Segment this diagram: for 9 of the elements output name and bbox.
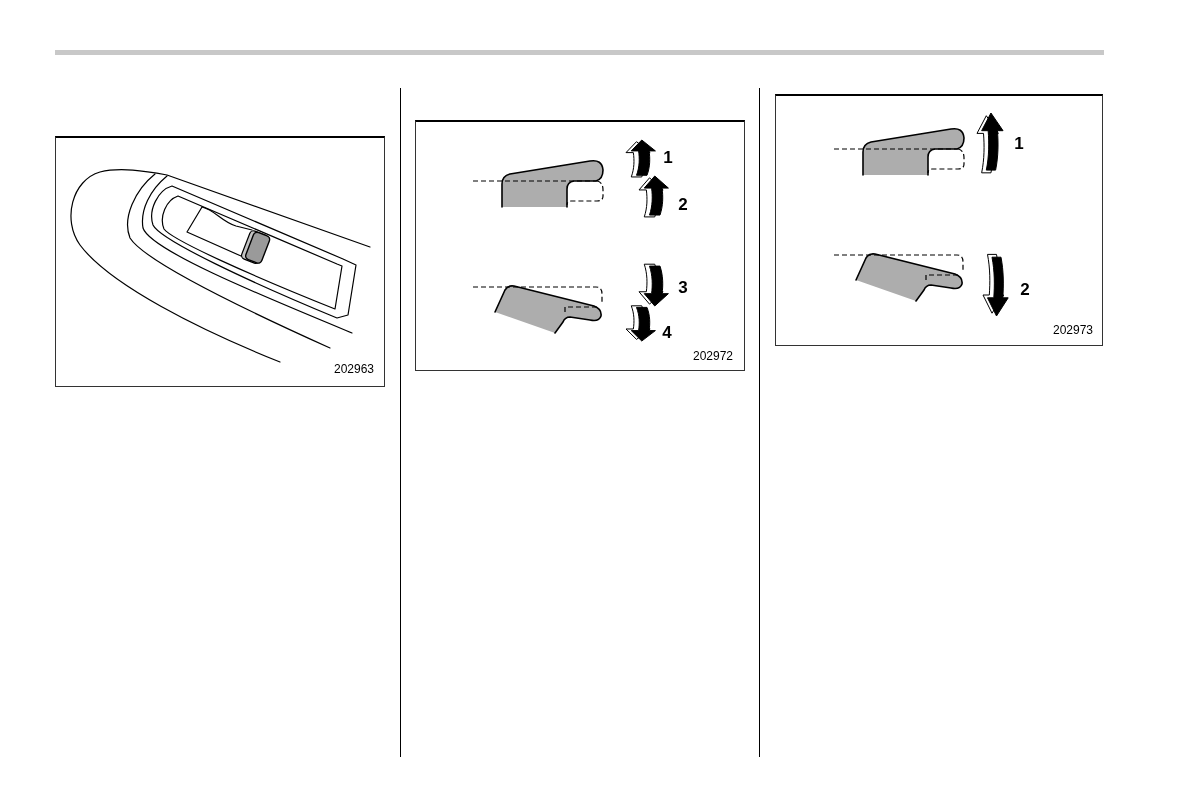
figure-number: 202973 bbox=[1052, 324, 1093, 336]
figure-number: 202963 bbox=[333, 363, 374, 375]
figure-number: 202972 bbox=[692, 350, 733, 362]
callout-number: 4 bbox=[662, 323, 672, 341]
callout-number: 2 bbox=[678, 195, 688, 213]
callout-number: 2 bbox=[1020, 280, 1030, 298]
callout-number: 1 bbox=[663, 148, 673, 166]
callout-number: 3 bbox=[678, 278, 688, 296]
callout-number: 1 bbox=[1014, 134, 1024, 152]
